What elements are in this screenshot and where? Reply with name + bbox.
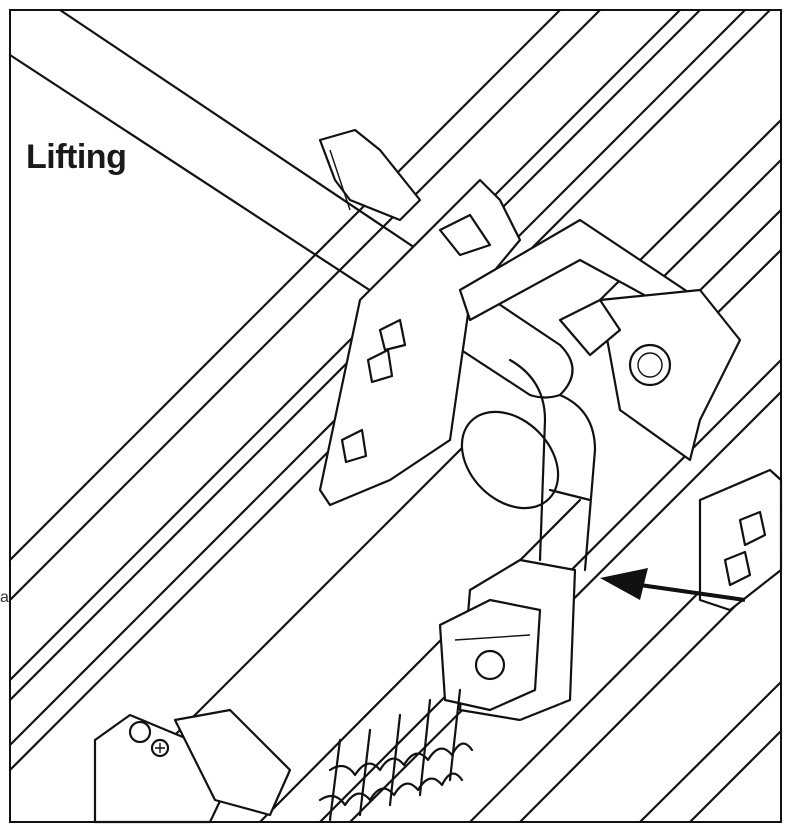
mounting-bracket (318, 128, 783, 612)
side-text-fragment: a (0, 589, 9, 606)
arrow-pointer (600, 568, 746, 602)
diagram-title: Lifting (26, 138, 127, 176)
end-fitting (93, 708, 292, 824)
lifting-handle (508, 358, 597, 572)
handle-clamp (438, 558, 577, 722)
main-cylinder (148, 410, 582, 824)
figure-frame (9, 9, 782, 823)
spring (318, 688, 474, 822)
